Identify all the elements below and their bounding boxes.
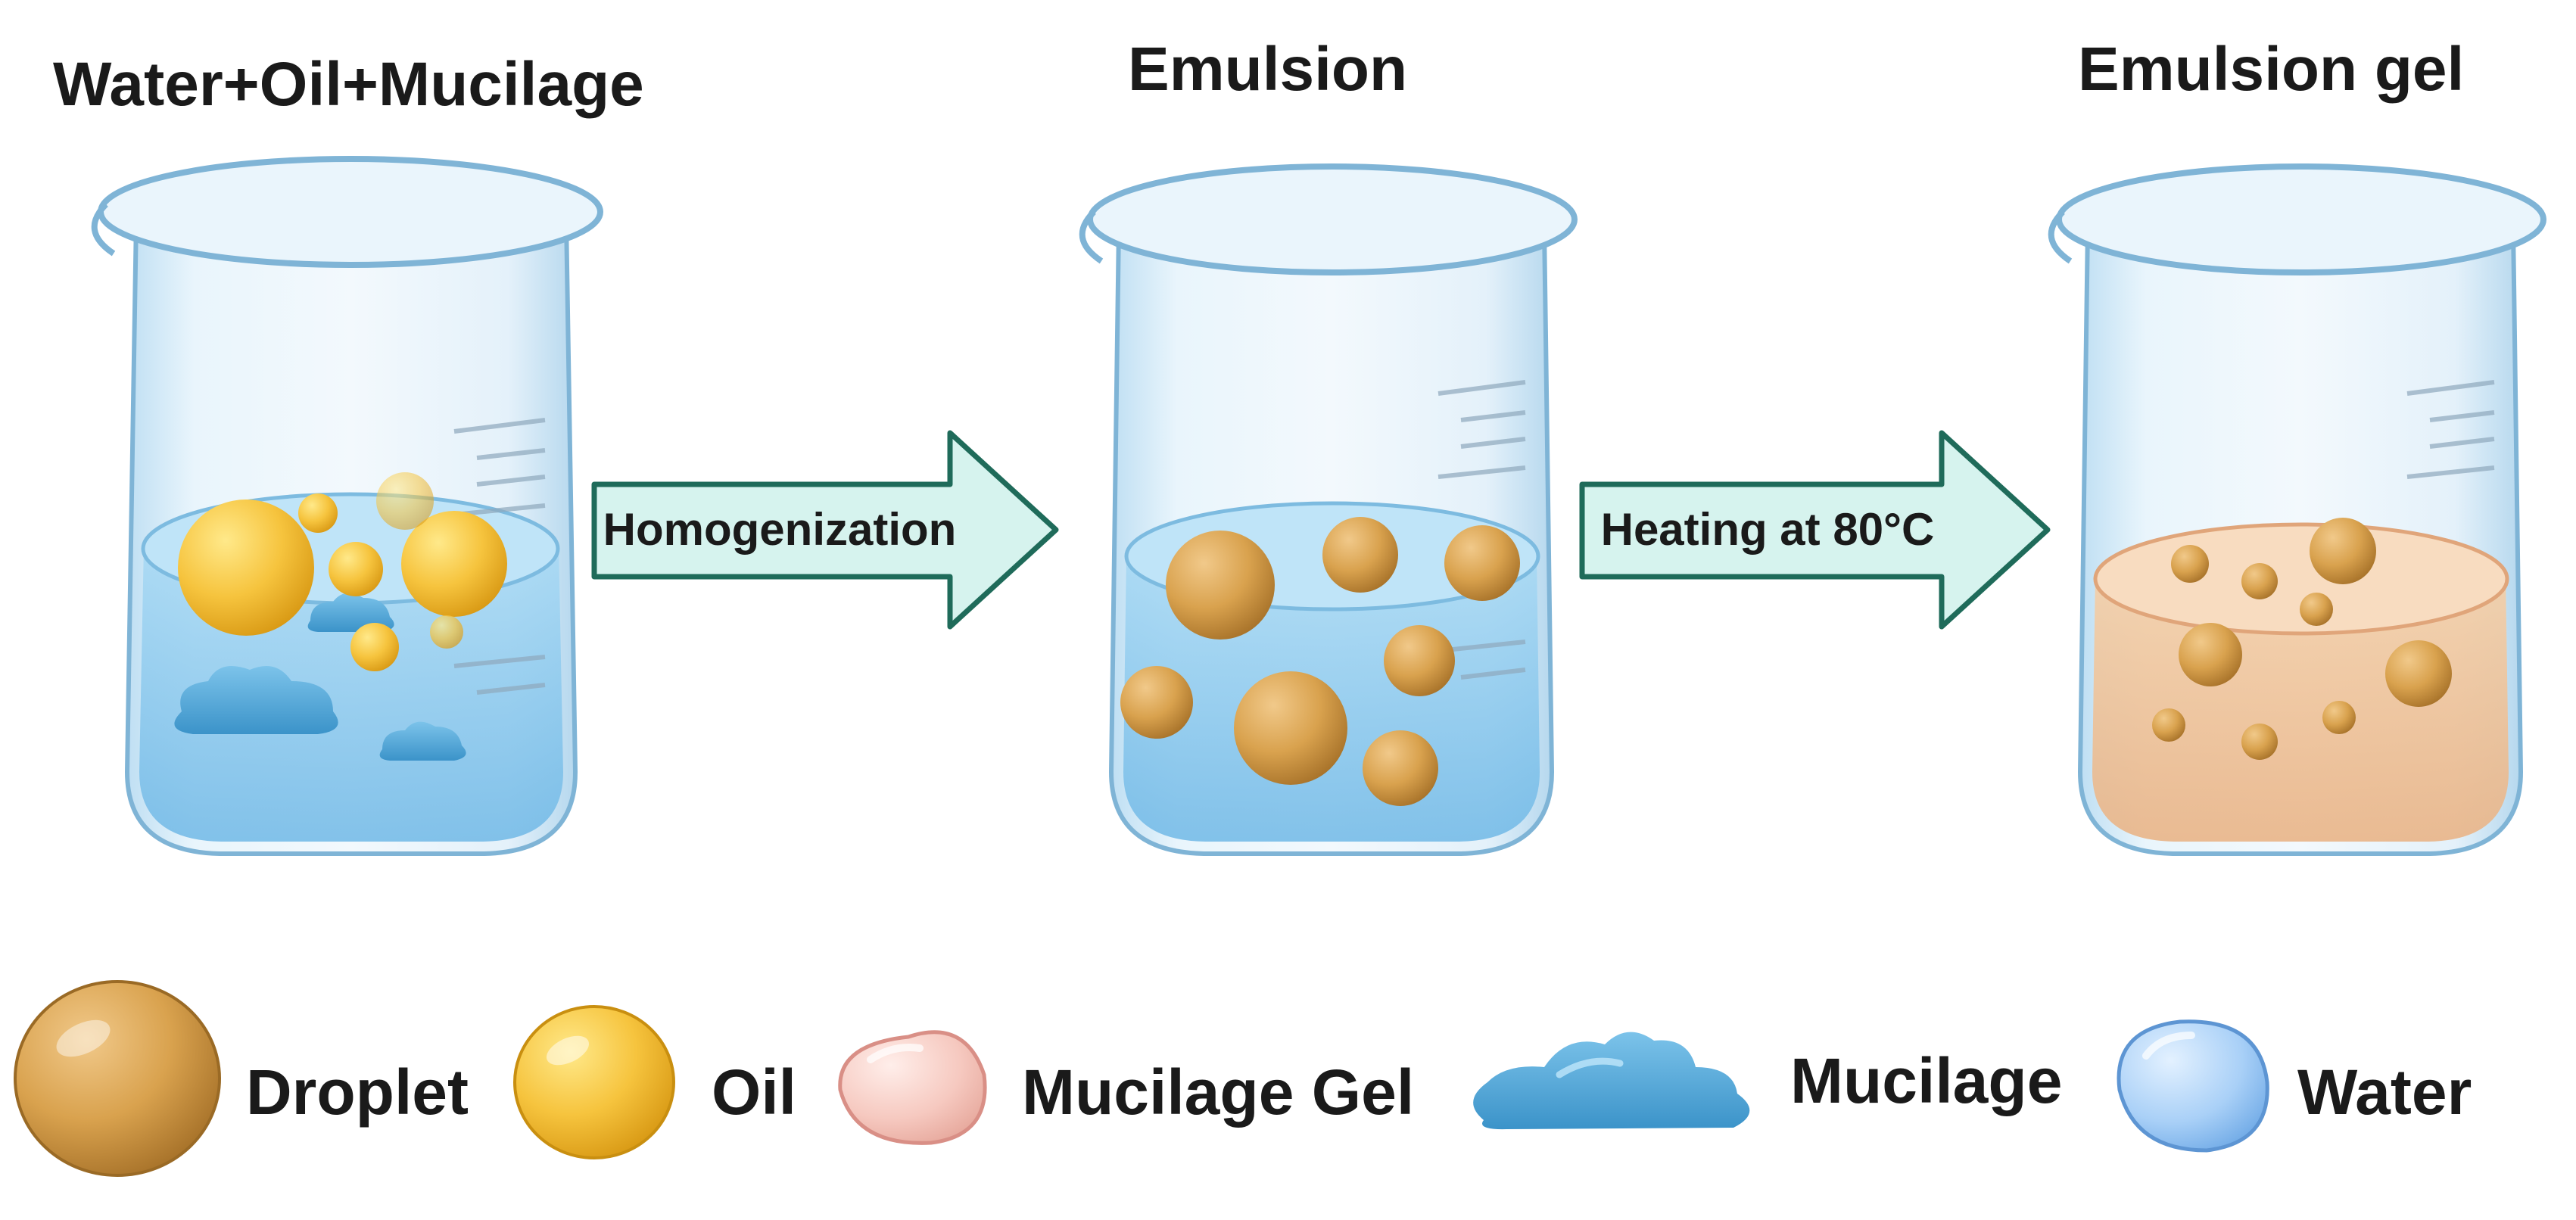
oil-icon (513, 1005, 675, 1159)
beaker-1-mucilage-clumps (174, 593, 466, 761)
beaker-1-oil-drops (178, 472, 507, 671)
beaker-3-scale-marks (2406, 380, 2495, 479)
legend-label-mucilage-gel: Mucilage Gel (1022, 1057, 1415, 1128)
beaker-3 (2048, 163, 2546, 856)
beaker-2 (1079, 163, 1578, 856)
arrow-heating: Heating at 80°C (1579, 430, 2051, 630)
stage-title-2: Emulsion (1128, 35, 1408, 104)
legend-label-mucilage: Mucilage (1790, 1045, 2063, 1116)
droplet-icon (14, 980, 221, 1177)
mucilage-gel-icon (838, 1030, 987, 1145)
arrow-homogenization: Homogenization (591, 430, 1059, 630)
mucilage-icon (1473, 1032, 1750, 1130)
stage-title-1: Water+Oil+Mucilage (53, 50, 644, 119)
step-label-homogenization: Homogenization (603, 504, 957, 555)
beaker-1 (91, 156, 603, 856)
legend-label-droplet: Droplet (246, 1057, 469, 1128)
water-icon (2117, 1019, 2269, 1153)
legend-label-oil: Oil (712, 1057, 797, 1128)
beaker-3-droplets (2152, 518, 2452, 760)
legend-label-water: Water (2297, 1057, 2472, 1128)
beaker-2-droplets (1120, 517, 1520, 806)
step-label-heating: Heating at 80°C (1601, 504, 1935, 555)
legend (14, 980, 2269, 1177)
stage-title-3: Emulsion gel (2078, 35, 2465, 104)
